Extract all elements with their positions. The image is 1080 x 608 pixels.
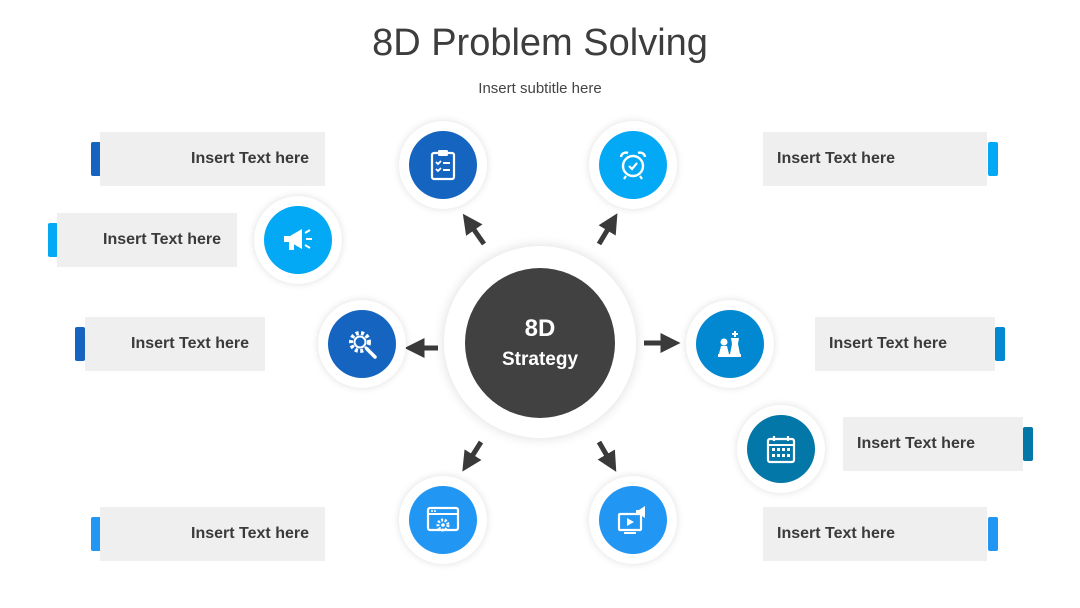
accent-tab (988, 517, 998, 551)
chess-icon (696, 310, 764, 378)
center-hub: 8D Strategy (465, 268, 615, 418)
text-box-1: Insert Text here (100, 132, 325, 186)
browser-settings-icon (409, 486, 477, 554)
item-label: Insert Text here (191, 150, 309, 167)
accent-tab (995, 327, 1005, 361)
accent-tab (1023, 427, 1033, 461)
text-box-2: Insert Text here (763, 132, 987, 186)
page-title: 8D Problem Solving (372, 22, 708, 64)
arrow-down-left (462, 440, 484, 472)
text-box-4: Insert Text here (85, 317, 265, 371)
text-box-5: Insert Text here (815, 317, 995, 371)
item-label: Insert Text here (777, 525, 895, 542)
item-label: Insert Text here (131, 335, 249, 352)
accent-tab (988, 142, 998, 176)
item-label: Insert Text here (777, 150, 895, 167)
gear-search-icon (328, 310, 396, 378)
item-label: Insert Text here (829, 335, 947, 352)
text-box-3: Insert Text here (57, 213, 237, 267)
item-label: Insert Text here (103, 231, 221, 248)
clipboard-checklist-icon (409, 131, 477, 199)
center-line2: Strategy (501, 349, 579, 370)
page-subtitle: Insert subtitle here (478, 80, 602, 97)
accent-tab (75, 327, 85, 361)
accent-tab (91, 142, 101, 176)
text-box-7: Insert Text here (100, 507, 325, 561)
accent-tab (91, 517, 101, 551)
center-line1: 8D (524, 315, 556, 342)
arrow-up-right (596, 213, 618, 246)
megaphone-icon (264, 206, 332, 274)
accent-tab (48, 223, 58, 257)
item-label: Insert Text here (191, 525, 309, 542)
text-box-6: Insert Text here (843, 417, 1023, 471)
video-marketing-icon (599, 486, 667, 554)
text-box-8: Insert Text here (763, 507, 987, 561)
alarm-clock-icon (599, 131, 667, 199)
calendar-icon (747, 415, 815, 483)
arrow-down-right (596, 440, 617, 472)
arrow-up-left (462, 213, 487, 246)
item-label: Insert Text here (857, 435, 975, 452)
